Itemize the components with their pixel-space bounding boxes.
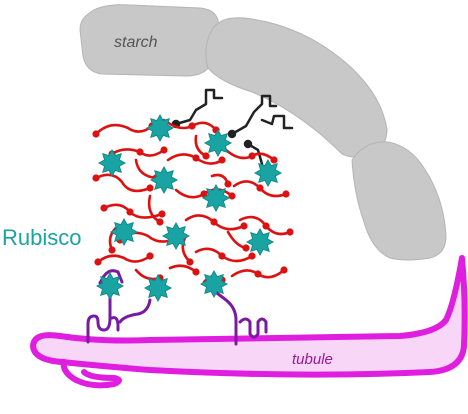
adaptor-1 (174, 88, 224, 126)
rubisco-complex (203, 128, 233, 158)
rubisco-complexes (95, 113, 283, 303)
anchor-protein-2 (118, 298, 152, 324)
rubisco-complex (161, 221, 191, 251)
rubisco-complex (95, 271, 125, 301)
rubisco-complex (145, 113, 175, 143)
rubisco-complex (109, 217, 139, 247)
rubisco-complex (143, 273, 173, 303)
rubisco-complex (253, 158, 283, 188)
rubisco-complex (245, 227, 275, 257)
linker-network (94, 118, 292, 284)
rubisco-complex (201, 183, 231, 213)
tubule-label: tubule (292, 351, 333, 368)
starch-plate-top (79, 4, 220, 77)
rubisco-complex (199, 269, 229, 299)
adaptor-2 (230, 94, 278, 136)
rubisco-complex (149, 165, 179, 195)
starch-plates: starch (79, 4, 447, 261)
rubisco-label: Rubisco (2, 225, 81, 250)
starch-plate-lower (351, 141, 447, 261)
membrane-anchors (86, 269, 268, 346)
anchor-protein-3 (211, 288, 268, 346)
adaptor-bead-3 (243, 139, 253, 149)
anchor-protein-1 (86, 288, 120, 344)
adaptor-2b (260, 114, 294, 130)
anchor-tab-left (98, 269, 124, 285)
linker-beads (92, 122, 294, 284)
starch-label: starch (114, 34, 158, 51)
rubisco-complex (97, 148, 127, 178)
adaptor-bead-2 (227, 129, 237, 139)
tubule: tubule (30, 255, 468, 389)
tubule-hook (60, 359, 122, 389)
